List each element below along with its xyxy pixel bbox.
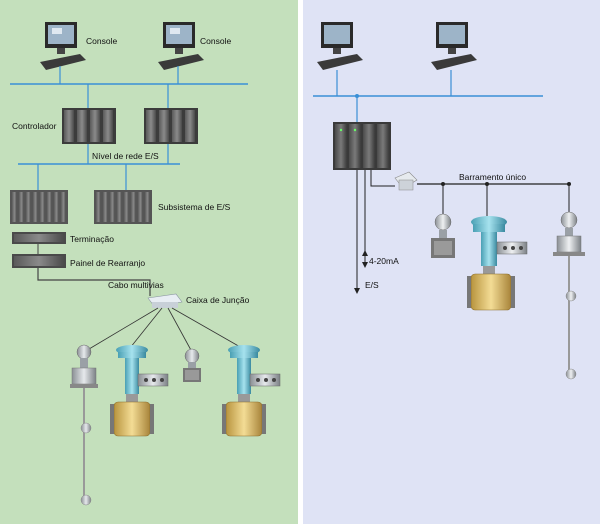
- single-bus-label: Barramento único: [459, 172, 527, 182]
- io-subsystem-rack-2: [94, 190, 152, 224]
- workstation-1: [40, 22, 86, 70]
- workstation-3: [317, 22, 363, 70]
- level-transmitter: [70, 344, 98, 506]
- io-label: E/S: [365, 280, 379, 290]
- fieldbus-power-conditioner: [394, 171, 418, 191]
- controller-rack-1: [62, 108, 116, 144]
- junction-box: [147, 293, 183, 308]
- io-subsystem-label: Subsistema de E/S: [158, 202, 231, 212]
- fieldbus-control-valve: [467, 216, 528, 311]
- workstation-4: [431, 22, 477, 70]
- keyboard-icon: [431, 54, 477, 70]
- fieldbus-architecture-panel: Barramento único 4-20mA E/S: [303, 0, 600, 524]
- console-label-1: Console: [86, 36, 118, 46]
- fieldbus-level-transmitter: [553, 211, 585, 380]
- controller-label: Controlador: [12, 121, 57, 131]
- console-label-2: Console: [200, 36, 232, 46]
- termination-label: Terminação: [70, 234, 114, 244]
- io-subsystem-rack-1: [10, 190, 68, 224]
- control-valve-2: [222, 345, 281, 437]
- marshalling-label: Painel de Rearranjo: [70, 258, 146, 268]
- traditional-architecture-panel: Console Console Controlador Nível de red…: [0, 0, 298, 524]
- multicable-line: [37, 268, 151, 296]
- termination-panel: [12, 232, 66, 244]
- fieldbus-controller: [333, 122, 391, 170]
- pressure-transmitter: [183, 348, 201, 382]
- fieldbus-architecture-diagram: [313, 22, 585, 380]
- fieldbus-pressure-transmitter: [431, 213, 455, 258]
- multicable-label: Cabo multivias: [108, 280, 164, 290]
- io-network-label: Nível de rede E/S: [92, 151, 159, 161]
- marshalling-panel: [12, 254, 66, 268]
- keyboard-icon: [40, 54, 86, 70]
- fieldbus-drop: [370, 170, 395, 187]
- control-valve-1: [110, 345, 169, 437]
- keyboard-icon: [158, 54, 204, 70]
- workstation-2: [158, 22, 204, 70]
- signal-4-20ma-label: 4-20mA: [369, 256, 399, 266]
- junction-box-label: Caixa de Junção: [186, 295, 250, 305]
- keyboard-icon: [317, 54, 363, 70]
- traditional-architecture-diagram: [10, 22, 281, 506]
- controller-rack-2: [144, 108, 198, 144]
- field-wiring: [83, 307, 243, 353]
